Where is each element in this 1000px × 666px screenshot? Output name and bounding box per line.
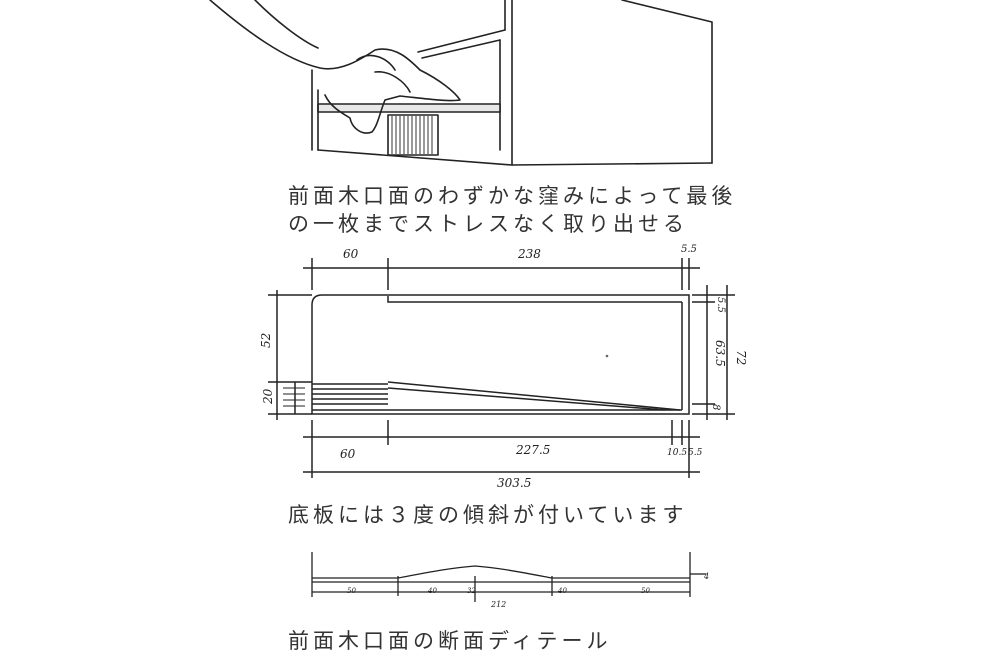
detail-dim-1: 50 (347, 587, 356, 595)
caption-slope: 底板には３度の傾斜が付いています (288, 503, 688, 527)
dim-bottom-left: 60 (340, 447, 356, 461)
left-tick-marks (283, 387, 305, 407)
detail-side-mark: 4 (703, 572, 709, 581)
wall-hatching (391, 116, 433, 154)
dim-top-middle: 238 (517, 247, 541, 261)
caption-line-1: 前面木口面のわずかな窪みによって最後 (288, 184, 737, 208)
dim-right-bottom: 8 (710, 404, 721, 410)
hand-illustration (209, 0, 713, 166)
dim-bottom-middle: 227.5 (515, 443, 550, 457)
dim-left-height: 52 (259, 333, 273, 348)
detail-dim-2: 40 (427, 587, 437, 595)
dim-left-base: 20 (261, 388, 275, 405)
dim-right-top: 5.5 (715, 297, 726, 313)
dim-bottom-right: 5.5 (688, 448, 703, 458)
side-section-drawing (268, 258, 735, 478)
detail-dim-3: 32 (467, 587, 476, 595)
front-detail-drawing (311, 552, 706, 602)
dim-top-right: 5.5 (681, 244, 697, 255)
detail-dim-5: 50 (641, 587, 650, 595)
reference-dot (605, 354, 609, 358)
dim-right-inner: 63.5 (713, 340, 727, 367)
caption-pull-out: 前面木口面のわずかな窪みによって最後 の一枚までストレスなく取り出せる (288, 182, 736, 238)
dim-right-outer: 72 (734, 350, 748, 365)
detail-dim-4: 40 (557, 587, 567, 595)
dim-bottom-small: 10.5 (667, 448, 687, 458)
dim-total-length: 303.5 (497, 476, 531, 490)
caption-detail: 前面木口面の断面ディテール (288, 629, 612, 653)
dim-top-left: 60 (343, 247, 359, 261)
detail-total: 212 (490, 600, 506, 609)
caption-line-2: の一枚までストレスなく取り出せる (288, 212, 688, 236)
